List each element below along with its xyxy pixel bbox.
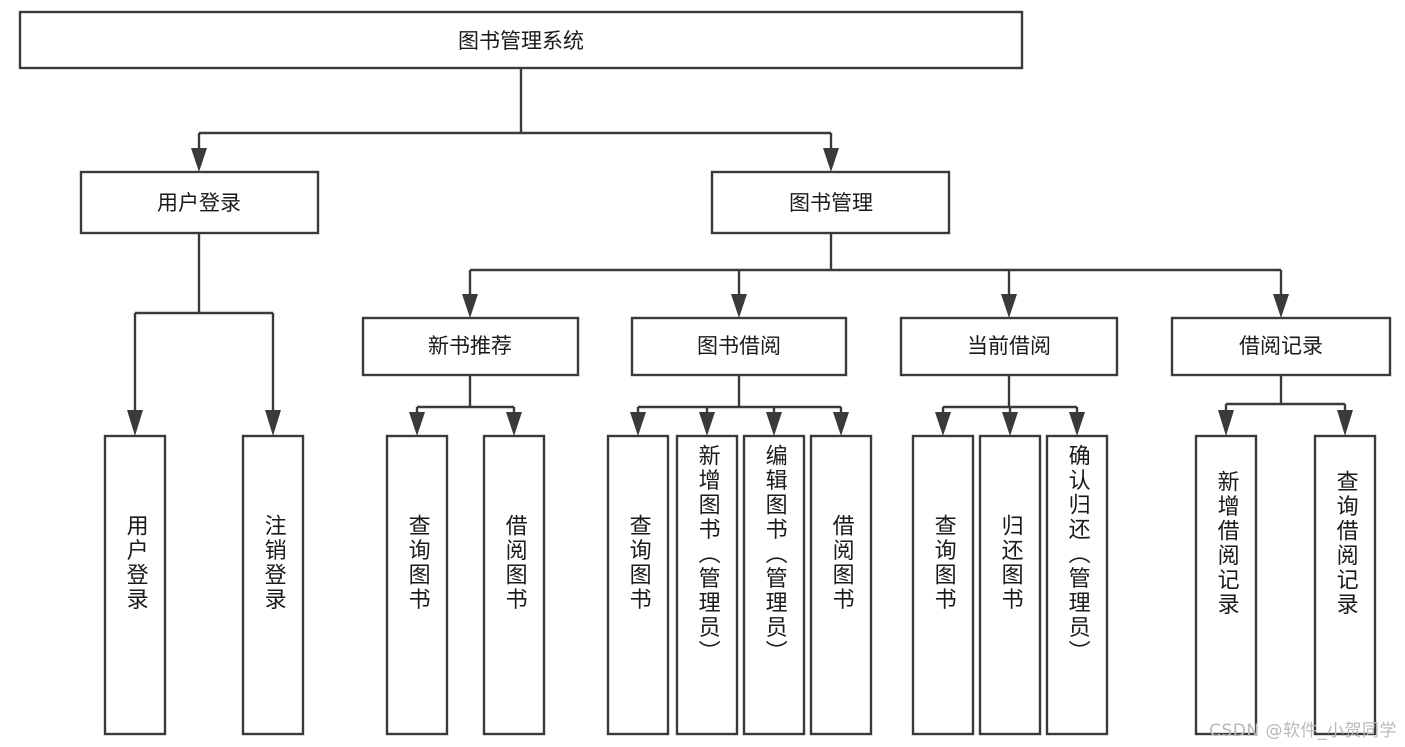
- node-leaf-box[interactable]: [103, 434, 167, 736]
- arrow-head-nb-leaf-1: [409, 412, 425, 436]
- arrow-head-br-leaf-2: [1337, 410, 1353, 436]
- node-leaf-box[interactable]: [606, 434, 670, 736]
- node-current-borrow-box[interactable]: [899, 316, 1119, 377]
- arrow-head-br-leaf-1: [1218, 410, 1234, 436]
- arrow-head-cb-leaf-3: [1069, 412, 1085, 436]
- node-leaf-box[interactable]: [978, 434, 1042, 736]
- node-leaf-box[interactable]: [742, 434, 806, 736]
- node-user-login-box[interactable]: [79, 170, 320, 235]
- arrow-head-bb-leaf-3: [766, 412, 782, 436]
- node-new-book-recommend-box[interactable]: [361, 316, 580, 377]
- node-book-borrow-box[interactable]: [630, 316, 848, 377]
- node-book-manage-label: 图书管理: [789, 191, 873, 215]
- node-book-manage-box[interactable]: [710, 170, 951, 235]
- node-current-borrow-label: 当前借阅: [967, 334, 1051, 358]
- node-book-borrow-label: 图书借阅: [697, 334, 781, 358]
- node-leaf-box[interactable]: [385, 434, 449, 736]
- node-root-label: 图书管理系统: [458, 29, 584, 53]
- node-leaf-box[interactable]: [911, 434, 975, 736]
- node-leaf-box[interactable]: [1194, 434, 1258, 736]
- arrow-head-book-borrow: [731, 294, 747, 318]
- arrow-head-user-login: [191, 148, 207, 172]
- arrow-head-cb-leaf-1: [935, 412, 951, 436]
- node-borrow-record-label: 借阅记录: [1239, 334, 1323, 358]
- arrow-head-bb-leaf-2: [699, 412, 715, 436]
- node-leaf-box[interactable]: [675, 434, 739, 736]
- arrow-head-new-book-recommend: [462, 294, 478, 318]
- node-leaf-box[interactable]: [1313, 434, 1377, 736]
- node-leaf-box[interactable]: [241, 434, 305, 736]
- arrow-head-borrow-record: [1273, 294, 1289, 318]
- arrow-head-book-manage: [823, 148, 839, 172]
- node-leaf-box[interactable]: [1045, 434, 1109, 736]
- node-leaf-box[interactable]: [809, 434, 873, 736]
- node-borrow-record-box[interactable]: [1170, 316, 1392, 377]
- arrow-head-current-borrow: [1001, 294, 1017, 318]
- node-new-book-recommend-label: 新书推荐: [428, 334, 512, 358]
- arrow-head-leaf-logout: [265, 410, 281, 436]
- watermark-text: CSDN @软件_小贺同学: [1209, 721, 1397, 741]
- node-leaf-box[interactable]: [482, 434, 546, 736]
- node-user-login-label: 用户登录: [157, 191, 241, 215]
- arrow-head-bb-leaf-1: [630, 412, 646, 436]
- arrow-head-cb-leaf-2: [1002, 412, 1018, 436]
- node-root-box[interactable]: [18, 10, 1024, 70]
- arrow-head-nb-leaf-2: [506, 412, 522, 436]
- arrow-head-leaf-user-login: [127, 410, 143, 436]
- arrow-head-bb-leaf-4: [833, 412, 849, 436]
